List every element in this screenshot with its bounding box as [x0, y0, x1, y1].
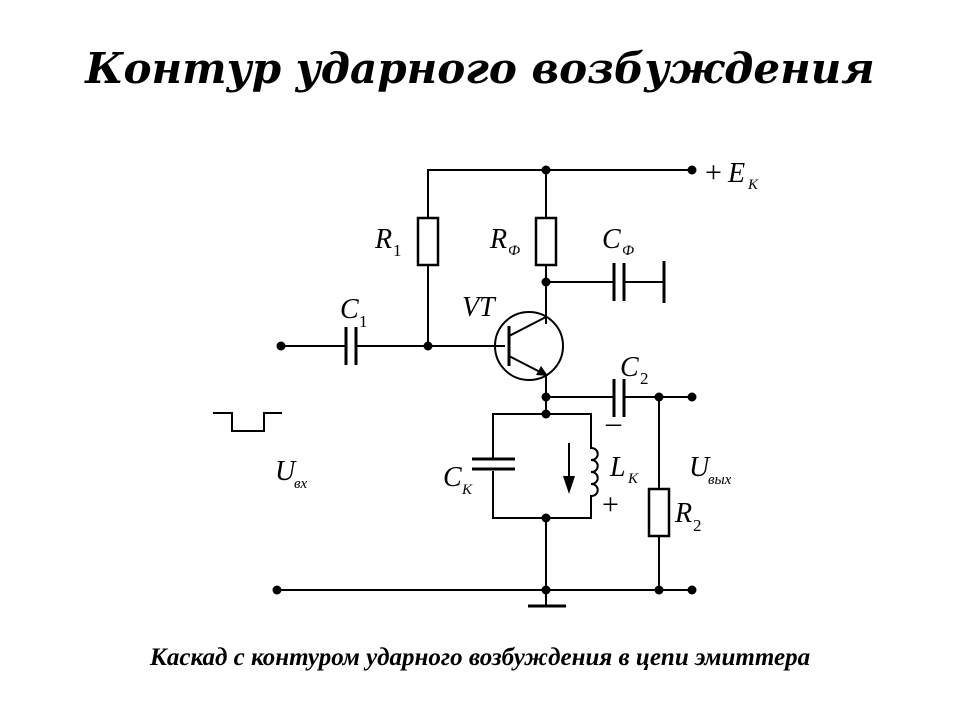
label-c1: C — [340, 294, 359, 325]
capacitor-c1 — [276, 327, 505, 365]
label-rf: R — [489, 224, 507, 255]
tank-circuit — [472, 396, 599, 591]
label-uout-sub: вых — [708, 472, 732, 488]
label-uin: U — [275, 456, 297, 487]
capacitor-cf — [545, 261, 666, 303]
resistor-r1 — [416, 192, 440, 347]
slide-caption: Каскад с контуром ударного возбуждения в… — [149, 644, 811, 671]
label-r1: R — [374, 224, 392, 255]
label-plus: + — [602, 488, 619, 521]
label-cf: C — [602, 224, 621, 255]
label-ek: E — [727, 158, 745, 189]
label-ck: C — [443, 462, 462, 493]
transistor-vt — [494, 311, 564, 398]
input-pulse-waveform — [213, 412, 282, 432]
label-rf-sub: Ф — [508, 243, 520, 259]
label-ck-sub: К — [461, 482, 473, 498]
resistor-r2 — [647, 396, 671, 591]
label-r2-sub: 2 — [693, 516, 702, 535]
label-c2: C — [620, 352, 639, 383]
supply-rail — [427, 165, 697, 194]
label-lk-sub: К — [627, 471, 639, 487]
label-uout: U — [689, 452, 711, 483]
resistor-rf — [534, 169, 558, 324]
supply-plus: + — [705, 156, 722, 189]
ground-rail — [272, 585, 697, 595]
label-ek-sub: К — [747, 177, 759, 193]
label-lk: L — [609, 452, 626, 483]
ground-symbol — [528, 589, 566, 608]
label-vt: VT — [462, 292, 497, 323]
label-r1-sub: 1 — [393, 241, 402, 260]
label-c1-sub: 1 — [359, 312, 368, 331]
label-c2-sub: 2 — [640, 369, 649, 388]
label-uin-sub: вх — [294, 476, 308, 492]
label-cf-sub: Ф — [622, 243, 634, 259]
label-r2: R — [674, 498, 692, 529]
label-minus: – — [605, 406, 622, 439]
slide-title: Контур ударного возбуждения — [85, 44, 875, 93]
